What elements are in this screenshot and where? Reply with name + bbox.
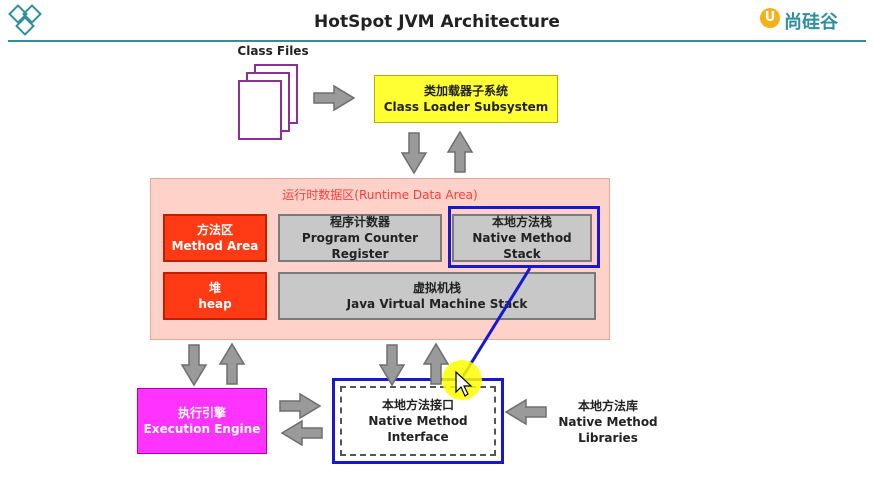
native-stack-box: 本地方法栈 Native Method Stack (452, 214, 592, 262)
execution-engine-cn: 执行引擎 (177, 406, 226, 420)
native-interface-cn: 本地方法接口 (381, 398, 454, 412)
header-divider (8, 40, 866, 42)
native-interface-en: Native Method Interface (368, 414, 468, 444)
arrow-left-icon (505, 399, 547, 425)
arrow-left-icon (281, 420, 323, 446)
pc-register-en: Program Counter Register (301, 231, 419, 261)
class-files-label: Class Files (237, 44, 309, 58)
highlight-connector-line (460, 267, 532, 379)
pc-register-box: 程序计数器 Program Counter Register (278, 214, 442, 262)
execution-engine-en: Execution Engine (143, 422, 261, 436)
arrow-up-icon (447, 131, 473, 173)
runtime-area-title: 运行时数据区(Runtime Data Area) (282, 188, 478, 202)
brand-logo-text: 尚硅谷 (784, 12, 838, 33)
class-file-page (238, 80, 282, 140)
native-stack-highlight (448, 206, 600, 268)
native-stack-en: Native Method Stack (472, 231, 572, 261)
method-area-box: 方法区 Method Area (163, 214, 267, 262)
method-area-cn: 方法区 (196, 223, 233, 237)
method-area-en: Method Area (171, 239, 259, 253)
heap-en: heap (198, 297, 232, 311)
class-loader-en: Class Loader Subsystem (383, 100, 549, 114)
cursor-arrow-icon (455, 370, 473, 397)
jvm-stack-box: 虚拟机栈 Java Virtual Machine Stack (278, 272, 596, 320)
arrow-down-icon (181, 344, 207, 386)
native-libraries-cn: 本地方法库 (577, 399, 638, 413)
execution-engine-box: 执行引擎 Execution Engine (137, 388, 267, 454)
arrow-right-icon (313, 85, 355, 111)
header (0, 0, 874, 40)
native-libraries-en2: Libraries (578, 431, 638, 445)
native-interface-highlight (332, 378, 504, 464)
native-interface-box: 本地方法接口 Native Method Interface (340, 386, 496, 456)
class-loader-box: 类加载器子系统 Class Loader Subsystem (374, 75, 558, 123)
pc-register-cn: 程序计数器 (329, 215, 390, 229)
arrow-right-icon (279, 393, 321, 419)
arrow-down-icon (401, 132, 427, 174)
page-title: HotSpot JVM Architecture (314, 12, 560, 32)
brand-logo-icon: U (760, 8, 780, 28)
heap-box: 堆 heap (163, 272, 267, 320)
jvm-stack-en: Java Virtual Machine Stack (346, 297, 528, 311)
class-loader-cn: 类加载器子系统 (423, 84, 508, 98)
arrow-up-icon (219, 343, 245, 385)
native-stack-cn: 本地方法栈 (491, 215, 552, 229)
native-libraries-en1: Native Method (558, 415, 658, 429)
native-libraries-label: 本地方法库 Native Method Libraries (548, 398, 668, 446)
heap-cn: 堆 (208, 281, 221, 295)
diamond-logo-icon (8, 4, 42, 36)
arrow-down-icon (379, 344, 405, 386)
jvm-stack-cn: 虚拟机栈 (412, 281, 461, 295)
